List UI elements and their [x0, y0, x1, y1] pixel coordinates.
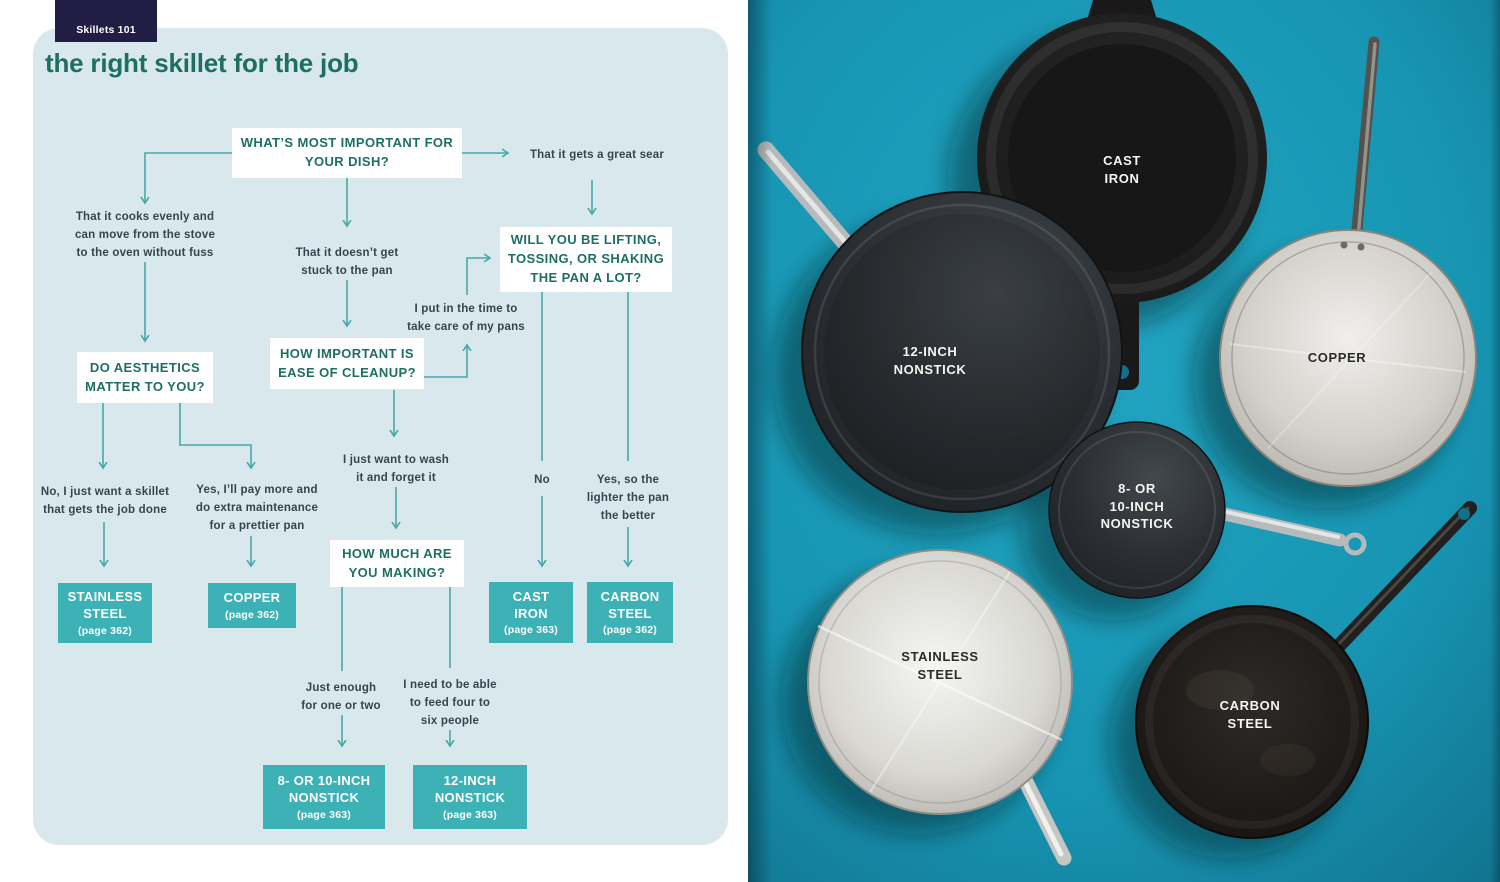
result-page-ref: (page 362)	[225, 608, 279, 621]
page-gutter-shadow	[748, 0, 772, 882]
answer-no-job-done: No, I just want a skillet that gets the …	[40, 486, 170, 516]
copper-pan	[1219, 36, 1477, 487]
answer-one-or-two: Just enough for one or two	[301, 682, 381, 712]
flowchart-page: Skillets 101 the right skillet for the j…	[0, 0, 748, 882]
skillet-photo-art	[748, 0, 1500, 882]
chapter-tab: Skillets 101	[55, 0, 157, 42]
cast-iron-label: CAST IRON	[1103, 153, 1141, 186]
carbon-steel-pan	[1135, 501, 1477, 839]
skillet-photo-page: CAST IRON 12-INCH NONSTICK COPPER 8- OR …	[748, 0, 1500, 882]
flowchart-connectors	[0, 0, 748, 882]
twelve-inch-nonstick-pan	[757, 141, 1123, 513]
answer-not-stuck: That it doesn’t get stuck to the pan	[295, 247, 399, 277]
result-name: CAST IRON	[512, 588, 550, 621]
connector-lines	[103, 153, 628, 746]
result-page-ref: (page 362)	[603, 624, 657, 637]
result-name: 12-INCH NONSTICK	[434, 773, 506, 805]
result-stainless-steel: STAINLESS STEEL (page 362)	[58, 583, 152, 643]
result-carbon-steel: CARBON STEEL (page 362)	[587, 582, 673, 643]
copper-label: COPPER	[1307, 350, 1367, 365]
question-how-much: HOW MUCH ARE YOU MAKING?	[330, 540, 464, 587]
small-nonstick-pan	[1048, 421, 1367, 599]
small-nonstick-label: 8- OR 10-INCH NONSTICK	[1100, 481, 1174, 532]
result-name: 8- OR 10-INCH NONSTICK	[277, 773, 371, 805]
answer-great-sear: That it gets a great sear	[529, 149, 665, 161]
answer-wash-forget: I just want to wash it and forget it	[342, 454, 450, 484]
question-cleanup: HOW IMPORTANT IS EASE OF CLEANUP?	[270, 338, 424, 389]
result-copper: COPPER (page 362)	[208, 583, 296, 628]
result-page-ref: (page 363)	[297, 808, 351, 821]
answer-yes-pay-more: Yes, I’ll pay more and do extra maintena…	[195, 484, 319, 532]
answer-cooks-evenly: That it cooks evenly and can move from t…	[74, 211, 216, 259]
result-page-ref: (page 363)	[443, 808, 497, 821]
result-12-nonstick: 12-INCH NONSTICK (page 363)	[413, 765, 527, 829]
page-title: the right skillet for the job	[45, 48, 359, 78]
result-page-ref: (page 363)	[504, 624, 558, 637]
result-name: COPPER	[223, 590, 281, 606]
result-name: STAINLESS STEEL	[67, 589, 143, 621]
answer-yes-lighter: Yes, so the lighter the pan the better	[586, 474, 670, 522]
twelve-inch-nonstick-label: 12-INCH NONSTICK	[893, 344, 967, 377]
result-page-ref: (page 362)	[78, 624, 132, 637]
carbon-steel-label: CARBON STEEL	[1219, 698, 1281, 731]
question-aesthetics: DO AESTHETICS MATTER TO YOU?	[77, 352, 213, 403]
answer-four-to-six: I need to be able to feed four to six pe…	[403, 679, 497, 727]
result-8-10-nonstick: 8- OR 10-INCH NONSTICK (page 363)	[263, 765, 385, 829]
answer-no: No	[534, 474, 550, 486]
result-cast-iron: CAST IRON (page 363)	[489, 582, 573, 643]
question-lifting-tossing: WILL YOU BE LIFTING, TOSSING, OR SHAKING…	[500, 227, 672, 292]
stainless-steel-label: STAINLESS STEEL	[901, 649, 979, 682]
result-name: CARBON STEEL	[600, 588, 660, 621]
page-edge-shadow	[1490, 0, 1500, 882]
stainless-steel-pan	[807, 549, 1073, 866]
answer-take-care: I put in the time to take care of my pan…	[407, 303, 525, 333]
question-most-important: WHAT’S MOST IMPORTANT FOR YOUR DISH?	[232, 128, 462, 178]
